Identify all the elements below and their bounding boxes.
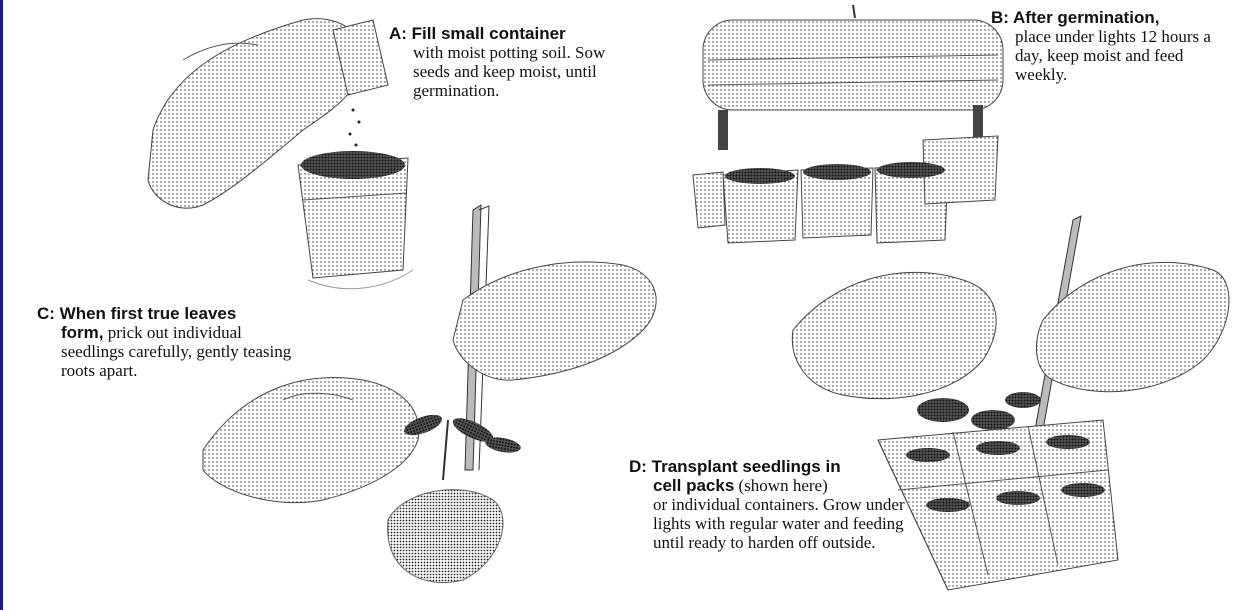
caption-b-text: place under lights 12 hours a day, keep … (991, 27, 1231, 84)
seedlings-d (917, 392, 1041, 430)
caption-d-text-line1: (shown here) (734, 476, 827, 495)
step-c-illustration (203, 205, 656, 583)
caption-step-b: B: After germination, place under lights… (991, 8, 1231, 84)
caption-d-text: or individual containers. Grow under lig… (629, 495, 929, 552)
soil-a (301, 151, 405, 179)
caption-step-a: A: Fill small container with moist potti… (389, 24, 609, 100)
pots-b (693, 136, 998, 243)
seedling-c (401, 411, 521, 480)
caption-a-lead: A: Fill small container (389, 24, 609, 43)
grow-light-fixture (703, 20, 1003, 110)
step-a-illustration (148, 19, 413, 289)
hand-c-lower (203, 378, 419, 503)
caption-c-text-line1: prick out individual (104, 323, 242, 342)
step-b-illustration (693, 5, 1003, 243)
falling-seeds (347, 109, 361, 158)
caption-d-lead-line2: cell packs (653, 476, 734, 495)
caption-b-lead: B: After germination, (991, 8, 1231, 27)
caption-d-lead-line1: D: Transplant seedlings in (629, 457, 929, 476)
caption-d-line2: cell packs (shown here) (629, 476, 929, 495)
caption-c-lead-line2: form, (61, 323, 104, 342)
hand-d-left (792, 272, 996, 398)
caption-c-text: seedlings carefully, gently teasing root… (37, 342, 307, 380)
caption-c-lead-line1: C: When first true leaves (37, 304, 307, 323)
soil-clump-c (388, 490, 503, 583)
caption-a-text: with moist potting soil. Sow seeds and k… (389, 43, 609, 100)
caption-step-d: D: Transplant seedlings in cell packs (s… (629, 457, 929, 552)
hand-c-upper (453, 262, 656, 380)
caption-c-line2: form, prick out individual (37, 323, 307, 342)
caption-step-c: C: When first true leaves form, prick ou… (37, 304, 307, 380)
